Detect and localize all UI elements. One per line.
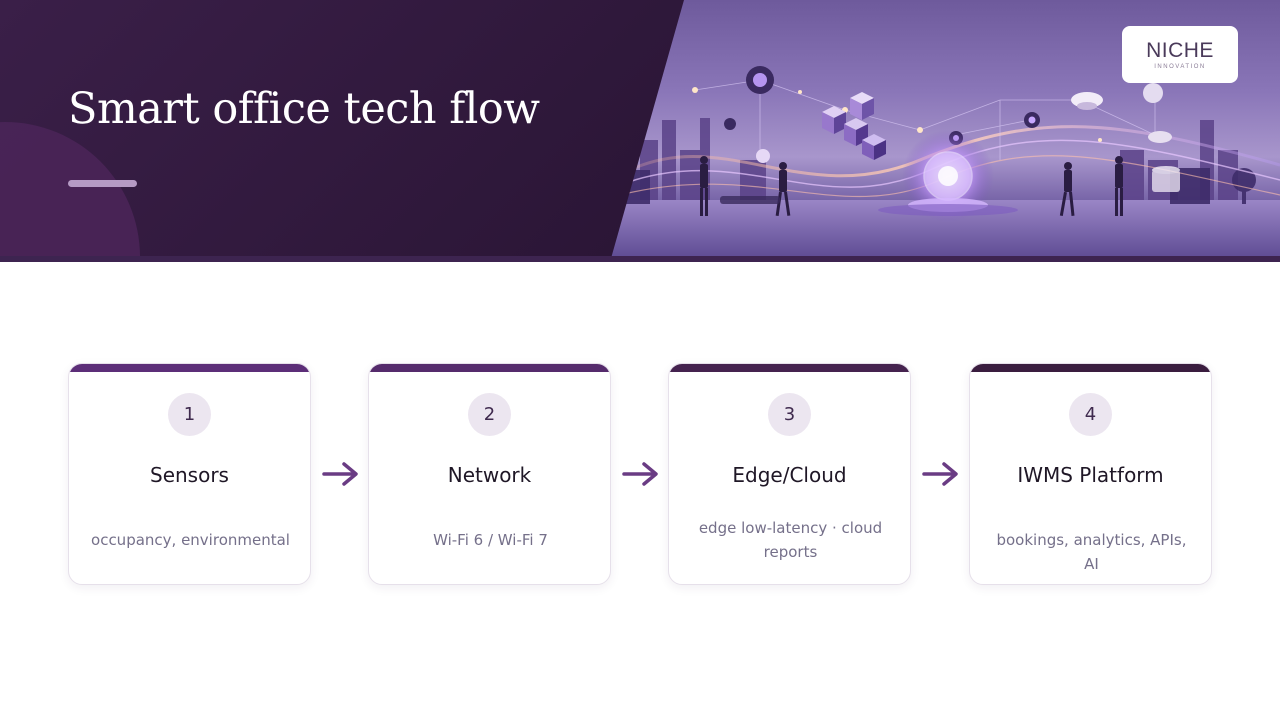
flow-step-network: 2 Network Wi-Fi 6 / Wi-Fi 7 [368, 363, 611, 585]
card-accent-bar [369, 364, 610, 372]
step-title: IWMS Platform [1017, 463, 1164, 487]
step-title: Edge/Cloud [732, 463, 847, 487]
header-banner: Smart office tech flow NICHE INNOVATION [0, 0, 1280, 262]
step-description: Wi-Fi 6 / Wi-Fi 7 [433, 531, 548, 549]
step-number: 1 [168, 393, 211, 436]
step-title: Network [447, 463, 532, 487]
step-description: edge low-latency · cloud reports [698, 519, 883, 561]
card-accent-bar [69, 364, 310, 372]
step-number: 2 [468, 393, 511, 436]
step-description: occupancy, environmental [91, 531, 290, 549]
header-title-panel [0, 0, 684, 262]
card-accent-bar [669, 364, 910, 372]
arrow-right-icon [322, 462, 358, 486]
logo-name: NICHE [1146, 38, 1214, 62]
step-number: 4 [1069, 393, 1112, 436]
niche-logo: NICHE INNOVATION [1122, 26, 1238, 83]
title-underline [68, 180, 137, 187]
card-accent-bar [970, 364, 1211, 372]
page-title: Smart office tech flow [68, 84, 540, 134]
step-title: Sensors [150, 463, 229, 487]
header-divider [0, 256, 1280, 262]
decorative-circle [0, 122, 140, 262]
arrow-right-icon [622, 462, 658, 486]
logo-tagline: INNOVATION [1154, 63, 1206, 70]
arrow-right-icon [922, 462, 958, 486]
flow-step-edge-cloud: 3 Edge/Cloud edge low-latency · cloud re… [668, 363, 911, 585]
flow-step-sensors: 1 Sensors occupancy, environmental [68, 363, 311, 585]
flow-step-iwms-platform: 4 IWMS Platform bookings, analytics, API… [969, 363, 1212, 585]
step-description: bookings, analytics, APIs, AI [996, 531, 1187, 573]
step-number: 3 [768, 393, 811, 436]
